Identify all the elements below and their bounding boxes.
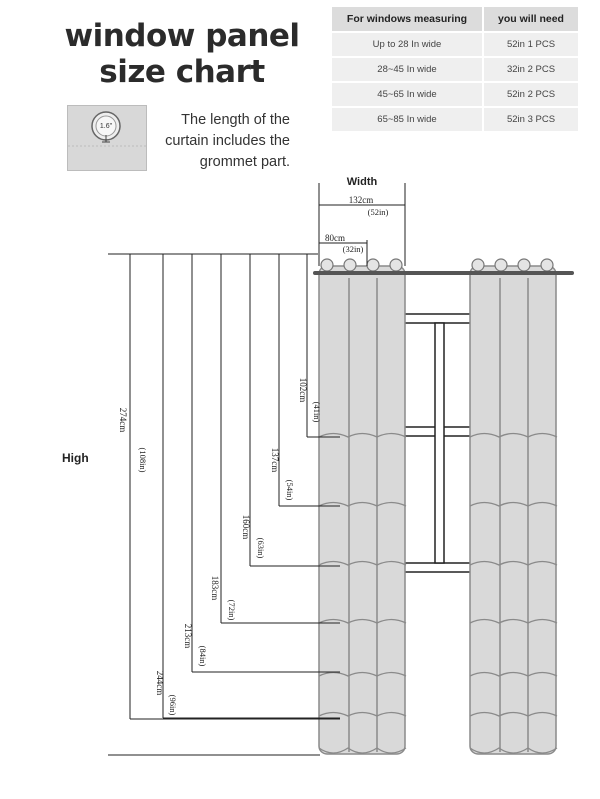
grommet-thumbnail: 1.6": [67, 105, 147, 171]
left-grommet-icon: [320, 258, 334, 272]
right-curtain-hem: [469, 671, 558, 677]
length-in-label: (108in): [138, 447, 148, 472]
right-curtain: [469, 265, 557, 755]
right-curtain-bottom: [469, 747, 558, 754]
cell-need: 52in 2 PCS: [483, 82, 580, 108]
header-need: you will need: [483, 7, 580, 33]
right-curtain-hem: [469, 711, 558, 717]
grommet-size-label: 1.6": [100, 123, 113, 130]
title-line-1: window panel: [64, 18, 300, 54]
note-line-2: curtain includes the: [165, 133, 290, 149]
length-in-label: (96in): [168, 695, 178, 716]
length-cm-label: 160cm: [241, 515, 251, 540]
left-curtain-hem: [318, 432, 407, 438]
width-label: Width: [347, 176, 378, 188]
cell-measuring: 28~45 In wide: [332, 57, 484, 83]
left-curtain-hem: [318, 560, 407, 566]
narrow-width-cm: 80cm: [325, 233, 345, 243]
right-curtain-hem: [469, 501, 558, 507]
left-grommet-icon: [343, 258, 357, 272]
title-line-2: size chart: [99, 54, 265, 90]
length-cm-label: 244cm: [155, 671, 165, 696]
left-grommet-icon: [366, 258, 380, 272]
cell-need: 52in 1 PCS: [483, 32, 580, 58]
length-in-label: (63in): [256, 538, 266, 559]
left-grommet-icon: [389, 258, 403, 272]
length-dimensions: 274cm (108in) 244cm(96in) 213cm (84in) 183cm (…: [118, 254, 340, 720]
wide-width-in: (52in): [368, 207, 389, 217]
length-cm-label: 137cm: [270, 448, 280, 473]
right-grommet-icon: [471, 258, 485, 272]
table-row: 65~85 In wide 52in 3 PCS: [332, 107, 580, 133]
left-curtain: [318, 265, 406, 755]
cell-need: 52in 3 PCS: [483, 107, 580, 133]
left-curtain-hem: [318, 618, 407, 624]
length-cm-label: 102cm: [298, 378, 308, 403]
cell-measuring: 45~65 In wide: [332, 82, 484, 108]
size-table: For windows measuring you will need Up t…: [332, 7, 580, 133]
length-in-label: (54in): [285, 480, 295, 501]
grommet-note: The length of the curtain includes the g…: [150, 110, 290, 173]
length-in-label: (84in): [198, 646, 208, 667]
cell-need: 32in 2 PCS: [483, 57, 580, 83]
left-curtain-bottom: [318, 747, 407, 754]
table-row: Up to 28 In wide 52in 1 PCS: [332, 32, 580, 58]
cell-measuring: Up to 28 In wide: [332, 32, 484, 58]
page-title: window panel size chart: [52, 18, 312, 90]
length-in-label: (41in): [312, 402, 322, 423]
right-grommet-icon: [494, 258, 508, 272]
note-line-3: grommet part.: [199, 154, 290, 170]
header-measuring: For windows measuring: [332, 7, 484, 33]
right-grommet-icon: [517, 258, 531, 272]
window-frame: [402, 313, 476, 573]
table-row: 45~65 In wide 52in 2 PCS: [332, 82, 580, 108]
table-row: 28~45 In wide 32in 2 PCS: [332, 57, 580, 83]
length-cm-label: 183cm: [210, 576, 220, 601]
length-in-label: (72in): [227, 600, 237, 621]
right-grommet-icon: [540, 258, 554, 272]
length-cm-label: 274cm: [118, 408, 128, 433]
left-curtain-hem: [318, 711, 407, 717]
right-curtain-hem: [469, 432, 558, 438]
table-header-row: For windows measuring you will need: [332, 7, 580, 33]
length-cm-label: 213cm: [183, 624, 193, 649]
note-line-1: The length of the: [181, 112, 290, 128]
cell-measuring: 65~85 In wide: [332, 107, 484, 133]
left-curtain-hem: [318, 501, 407, 507]
right-curtain-hem: [469, 618, 558, 624]
wide-width-cm: 132cm: [349, 195, 374, 205]
grommet-icon: 1.6": [68, 111, 146, 147]
right-curtain-hem: [469, 560, 558, 566]
high-label: High: [62, 451, 89, 465]
narrow-width-in: (32in): [343, 244, 364, 254]
